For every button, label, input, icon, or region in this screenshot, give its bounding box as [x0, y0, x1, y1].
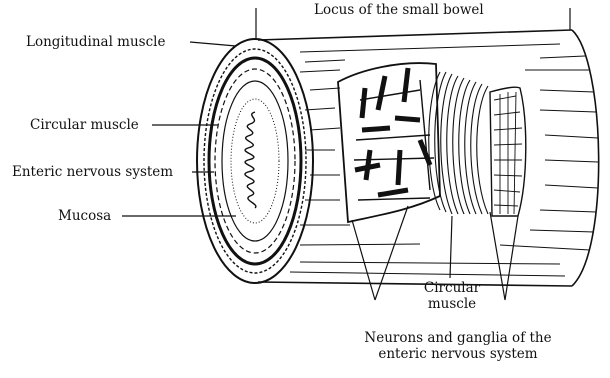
longitudinal-hatching [290, 44, 598, 276]
neurons-ganglia-label: Neurons and ganglia of the enteric nervo… [338, 330, 578, 362]
circular-muscle-label: Circular muscle [30, 117, 139, 133]
circular-muscle-inner-label: Circular muscle [414, 280, 490, 312]
leader-longitudinal [190, 42, 236, 46]
leader-neurons-a [352, 220, 375, 300]
leader-neurons-b [375, 206, 408, 300]
neurons-line1: Neurons and ganglia of the [338, 330, 578, 346]
leader-lines [122, 42, 518, 300]
mucosa-label: Mucosa [58, 208, 111, 224]
tube-top-edge [258, 30, 572, 40]
longitudinal-muscle-label: Longitudinal muscle [26, 34, 165, 50]
flap-pattern [355, 68, 430, 195]
circular-muscle-inner-line1: Circular [414, 280, 490, 296]
plexus-ring [215, 69, 295, 253]
circular-muscle-inner-line2: muscle [414, 296, 490, 312]
circular-layer-ring [209, 58, 301, 264]
submucosa-ring [222, 81, 288, 241]
enteric-nervous-system-label: Enteric nervous system [12, 164, 173, 180]
mucosal-folds [245, 112, 256, 208]
outer-ring [197, 39, 313, 283]
longitudinal-layer-ring [204, 49, 306, 273]
plexus-net [494, 92, 522, 214]
leader-neurons-d [505, 216, 518, 300]
locus-label: Locus of the small bowel [314, 2, 484, 18]
leader-circular-inner [450, 216, 452, 278]
neurons-line2: enteric nervous system [338, 346, 578, 362]
tube-far-end [572, 30, 599, 286]
leader-neurons-c [490, 212, 505, 300]
